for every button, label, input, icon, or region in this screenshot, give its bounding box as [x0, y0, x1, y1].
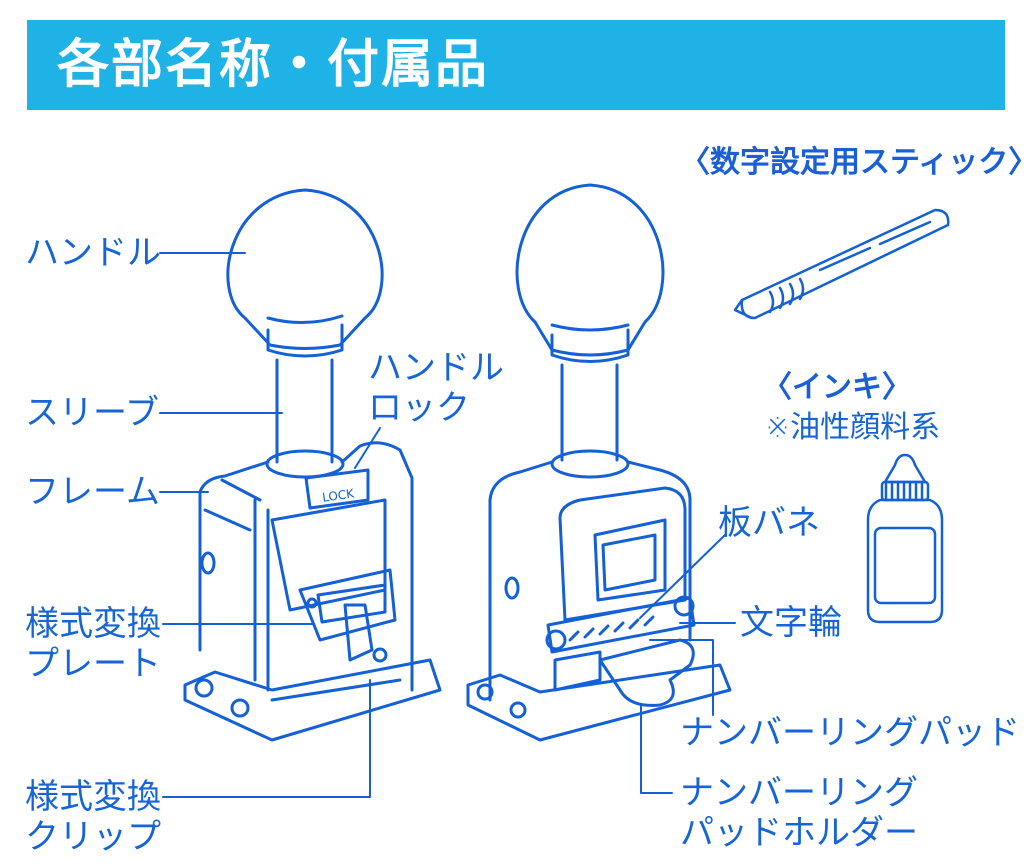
ink-title: 〈インキ〉 — [762, 370, 912, 405]
lock-engraving: LOCK — [321, 486, 356, 504]
page-title: 各部名称・付属品 — [57, 35, 490, 95]
label-handle-lock-line1: ハンドル — [368, 348, 504, 388]
stick-title: 〈数字設定用スティック〉 — [680, 145, 1024, 180]
label-frame: フレーム — [25, 472, 160, 512]
ink-bottle-icon — [866, 453, 944, 624]
label-leaf-spring: 板バネ — [718, 503, 820, 543]
label-sleeve: スリーブ — [25, 393, 159, 433]
leader-numbering-pad — [649, 639, 714, 716]
handle-ball-icon — [226, 188, 384, 350]
label-format-clip-line1: 様式変換 — [25, 777, 161, 817]
leader-pad-holder — [640, 704, 673, 794]
right-leader-lines — [639, 534, 736, 794]
label-handle-lock-line2: ロック — [368, 388, 470, 428]
label-pad-holder-line2: パッドホルダー — [680, 813, 918, 853]
setting-stick-icon — [733, 208, 950, 320]
leader-handle-lock — [354, 427, 381, 469]
header-band: 各部名称・付属品 — [27, 20, 1005, 110]
label-format-plate-line2: プレート — [25, 644, 161, 684]
label-numbering-pad: ナンバーリングパッド — [680, 713, 1020, 753]
leader-format-clip — [162, 679, 371, 798]
left-stamp-illustration — [183, 188, 442, 742]
handle-ball-icon — [515, 183, 665, 357]
label-handle: ハンドル — [25, 233, 161, 273]
ink-note: ※油性顔料系 — [765, 410, 941, 445]
label-format-clip-line2: クリップ — [25, 817, 161, 857]
leader-leaf-spring — [639, 534, 726, 619]
label-character-wheel: 文字輪 — [740, 603, 842, 643]
label-format-plate-line1: 様式変換 — [25, 604, 161, 644]
left-leader-lines — [159, 252, 381, 798]
right-stamp-illustration — [466, 183, 732, 742]
label-pad-holder-line1: ナンバーリング — [680, 773, 918, 813]
